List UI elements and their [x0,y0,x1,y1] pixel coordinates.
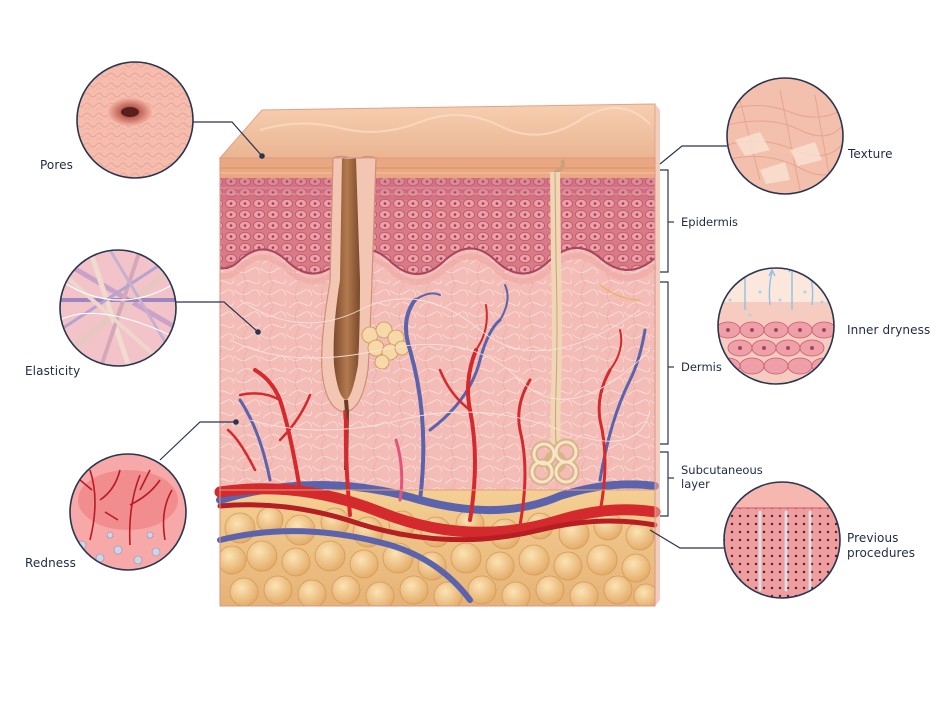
label-inner-dryness: Inner dryness [847,323,931,337]
leader-texture [659,145,727,165]
label-pores: Pores [40,158,73,172]
redness-callout [69,453,187,571]
layer-subcutaneous: Subcutaneous layer [681,463,763,491]
veins [216,284,659,603]
pores-callout [76,61,194,179]
skin-block [214,103,661,607]
sebaceous-gland [361,321,410,370]
label-elasticity: Elasticity [25,364,81,378]
leader-lines [159,121,727,549]
label-redness: Redness [25,556,76,570]
layer-subcutaneous-line1: Subcutaneous [681,463,763,477]
elasticity-callout [59,249,177,367]
epidermis-layer [220,178,655,275]
layer-dermis: Dermis [681,360,722,374]
layer-epidermis: Epidermis [681,215,739,229]
bracket-epidermis [660,169,669,273]
label-previous-procedures: Previous procedures [847,531,915,561]
label-previous-procedures-line1: Previous [847,531,899,545]
sweat-gland [528,159,580,486]
inner-dryness-callout [717,267,835,385]
bracket-dermis [660,281,669,445]
nerve-fibres [229,298,651,442]
skin-surface [218,103,656,159]
leader-previous [649,529,724,549]
bracket-subcutaneous [660,451,669,517]
label-previous-procedures-line2: procedures [847,546,916,560]
leader-pores [193,121,263,157]
leader-elasticity [176,301,259,333]
label-texture: Texture [848,147,893,161]
layer-subcutaneous-line2: layer [681,477,710,491]
previous-procedures-callout [723,481,841,599]
leader-redness [159,421,236,461]
hair-follicle [321,155,377,471]
texture-callout [726,77,844,195]
arteries [214,304,661,543]
